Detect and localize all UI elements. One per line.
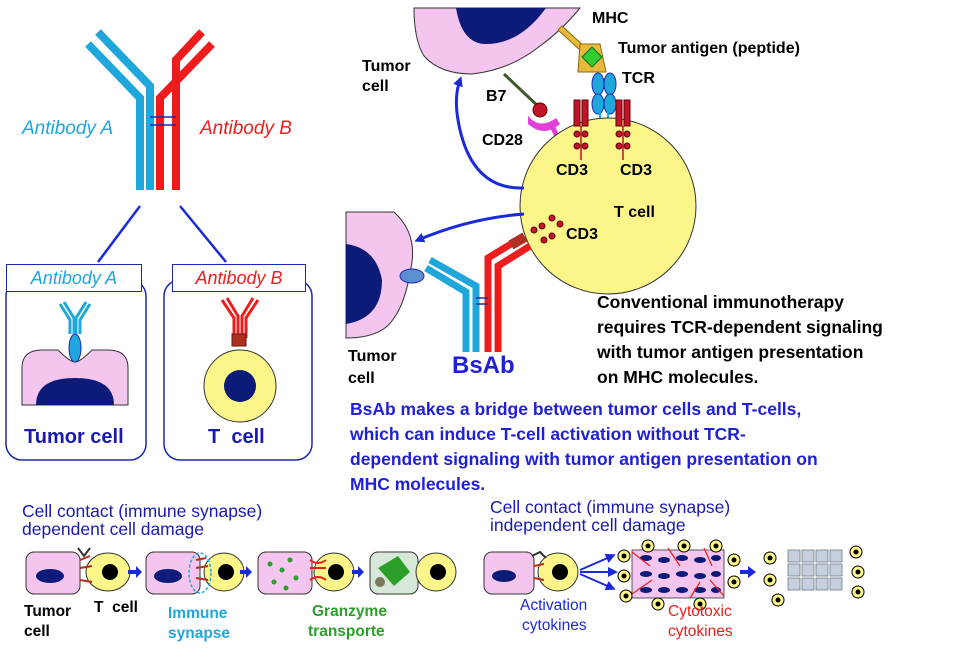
tumor-antigen-label: Tumor antigen (peptide)	[618, 40, 800, 57]
tumor-cell-icon	[21, 301, 129, 406]
dependent-cell-damage-sequence	[25, 547, 457, 595]
top-tumor-cell-label-line1: Tumor	[362, 58, 411, 75]
conventional-note-line2: requires TCR-dependent signaling	[597, 317, 883, 337]
bottom-tumor-label-line2: cell	[24, 623, 50, 640]
bsab-bridge-illustration	[345, 211, 532, 352]
antibody-b-label: Antibody B	[200, 118, 292, 139]
tcr-label: TCR	[622, 70, 655, 87]
granzyme-label-line2: transporte	[308, 623, 385, 640]
cytotoxic-cytokines-label-line1: Cytotoxic	[668, 603, 732, 620]
bsab-note-line2: which can induce T-cell activation witho…	[350, 424, 746, 444]
top-tumor-cell-label-line2: cell	[362, 78, 389, 95]
independent-title-line2: independent cell damage	[490, 515, 686, 535]
antibody-a-label: Antibody A	[22, 118, 114, 139]
immune-synapse-label-line1: Immune	[168, 605, 228, 622]
bsab-note-line4: MHC molecules.	[350, 474, 486, 494]
bispecific-antibody-illustration	[85, 29, 227, 263]
bsab-tumor-cell-label-line2: cell	[348, 370, 375, 387]
cd3-right-label: CD3	[620, 162, 653, 179]
tcell-label: T cell	[208, 426, 265, 448]
independent-title-line1: Cell contact (immune synapse)	[490, 497, 731, 517]
conventional-note-line3: with tumor antigen presentation	[597, 342, 864, 362]
conventional-note-line4: on MHC molecules.	[597, 367, 759, 387]
dependent-title-line2: dependent cell damage	[22, 519, 204, 539]
antibody-a-box-label: Antibody A	[6, 264, 142, 292]
bsab-label: BsAb	[452, 352, 515, 379]
granzyme-label-line1: Granzyme	[312, 603, 387, 620]
bottom-tumor-label-line1: Tumor	[24, 603, 72, 620]
bsab-tumor-cell-label-line1: Tumor	[348, 348, 397, 365]
cd3-left-label: CD3	[556, 162, 589, 179]
bsab-note-line3: dependent signaling with tumor antigen p…	[350, 449, 818, 469]
activation-cytokines-label-line2: cytokines	[522, 617, 587, 634]
t-cell-label: T cell	[614, 204, 655, 221]
activation-cytokines-label-line1: Activation	[520, 597, 588, 614]
conventional-note-line1: Conventional immunotherapy	[597, 292, 844, 312]
dependent-title-line1: Cell contact (immune synapse)	[22, 501, 263, 521]
tcell-icon	[203, 297, 277, 423]
independent-cell-damage-sequence	[483, 539, 865, 611]
b7-label: B7	[486, 88, 507, 105]
antibody-b-box-label: Antibody B	[172, 264, 306, 292]
bsab-note-line1: BsAb makes a bridge between tumor cells …	[350, 399, 802, 419]
conventional-immunotherapy-illustration	[413, 7, 697, 295]
bottom-tcell-label: T cell	[94, 599, 138, 616]
immune-synapse-label-line2: synapse	[168, 625, 231, 642]
tumor-cell-label: Tumor cell	[24, 426, 124, 448]
cd28-label: CD28	[482, 132, 523, 149]
mhc-label: MHC	[592, 10, 629, 27]
cd3-lower-label: CD3	[566, 226, 599, 243]
cytotoxic-cytokines-label-line2: cytokines	[668, 623, 733, 640]
